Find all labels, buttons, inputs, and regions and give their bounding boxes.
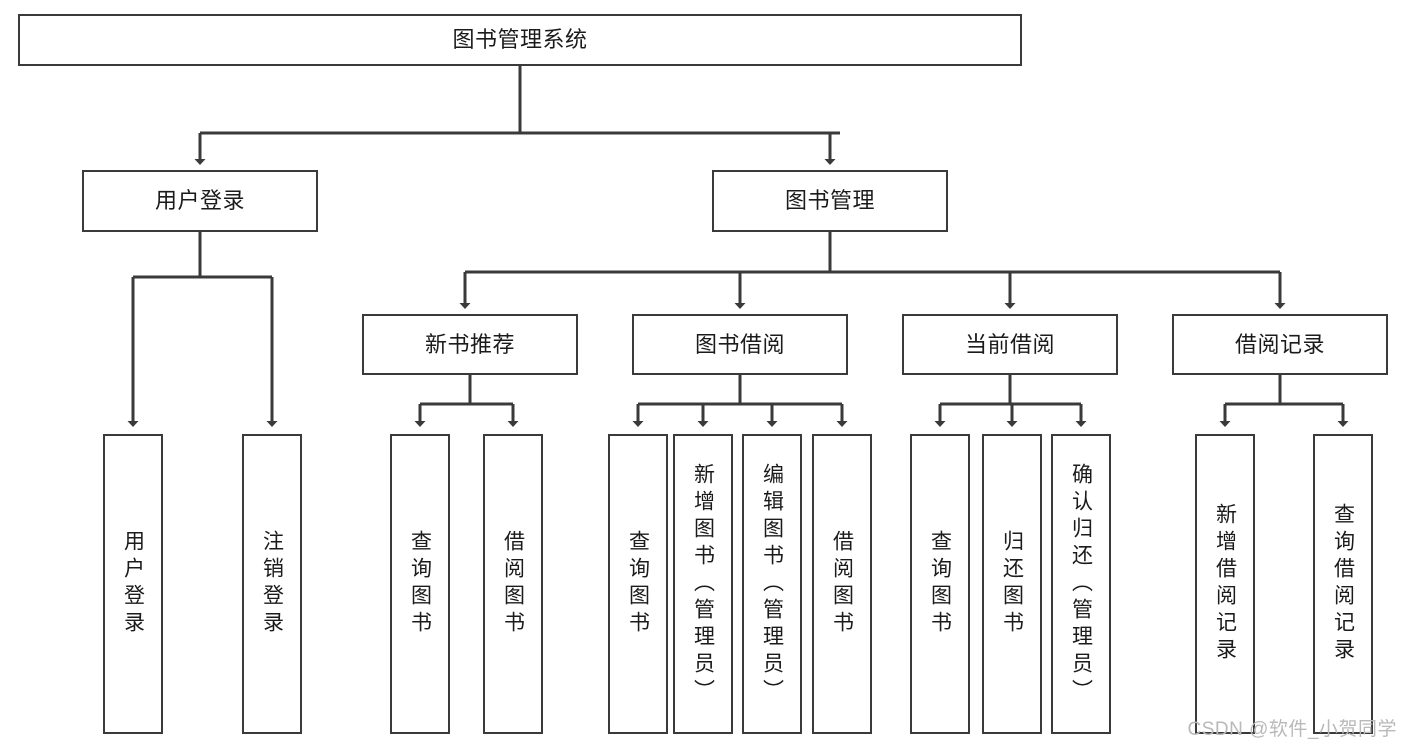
node-label: 新增借阅记录 [1213, 503, 1237, 665]
node-label: 注销登录 [260, 530, 284, 638]
node-label: 归还图书 [1000, 530, 1024, 638]
node-label: 借阅记录 [1234, 331, 1325, 357]
node-label: 借阅图书 [830, 530, 854, 638]
leaf-confirm-return-admin[interactable]: 确认归还（管理员） [1051, 434, 1111, 734]
node-label: 图书管理系统 [452, 27, 588, 52]
leaf-return-books[interactable]: 归还图书 [982, 434, 1042, 734]
node-label: 当前借阅 [964, 331, 1055, 357]
node-label: 图书管理 [784, 188, 875, 213]
leaf-query-borrow-record[interactable]: 查询借阅记录 [1313, 434, 1373, 734]
node-user-login[interactable]: 用户登录 [82, 170, 318, 232]
leaf-add-book-admin[interactable]: 新增图书（管理员） [673, 434, 733, 734]
node-label: 查询图书 [408, 530, 432, 638]
node-label: 图书借阅 [694, 331, 785, 357]
leaf-user-login[interactable]: 用户登录 [103, 434, 163, 734]
leaf-edit-book-admin[interactable]: 编辑图书（管理员） [742, 434, 802, 734]
node-new-book-recommendation[interactable]: 新书推荐 [362, 314, 578, 375]
leaf-query-books-recommend[interactable]: 查询图书 [390, 434, 450, 734]
node-current-borrowing[interactable]: 当前借阅 [902, 314, 1118, 375]
node-label: 编辑图书（管理员） [760, 462, 784, 706]
node-label: 用户登录 [154, 188, 245, 213]
leaf-query-books-borrowing[interactable]: 查询图书 [608, 434, 668, 734]
node-book-borrowing[interactable]: 图书借阅 [632, 314, 848, 375]
node-borrowing-records[interactable]: 借阅记录 [1172, 314, 1388, 375]
node-book-management[interactable]: 图书管理 [712, 170, 948, 232]
leaf-borrow-books-recommend[interactable]: 借阅图书 [483, 434, 543, 734]
node-label: 查询借阅记录 [1331, 503, 1355, 665]
node-label: 确认归还（管理员） [1069, 462, 1093, 706]
node-label: 查询图书 [928, 530, 952, 638]
leaf-logout[interactable]: 注销登录 [242, 434, 302, 734]
watermark-text: CSDN @软件_小贺同学 [1187, 719, 1397, 740]
leaf-add-borrow-record[interactable]: 新增借阅记录 [1195, 434, 1255, 734]
node-label: 新增图书（管理员） [691, 462, 715, 706]
node-label: 借阅图书 [501, 530, 525, 638]
node-root-book-management-system[interactable]: 图书管理系统 [18, 14, 1022, 66]
node-label: 用户登录 [121, 530, 145, 638]
leaf-borrow-books-borrowing[interactable]: 借阅图书 [812, 434, 872, 734]
leaf-query-books-current[interactable]: 查询图书 [910, 434, 970, 734]
node-label: 查询图书 [626, 530, 650, 638]
node-label: 新书推荐 [424, 331, 515, 357]
